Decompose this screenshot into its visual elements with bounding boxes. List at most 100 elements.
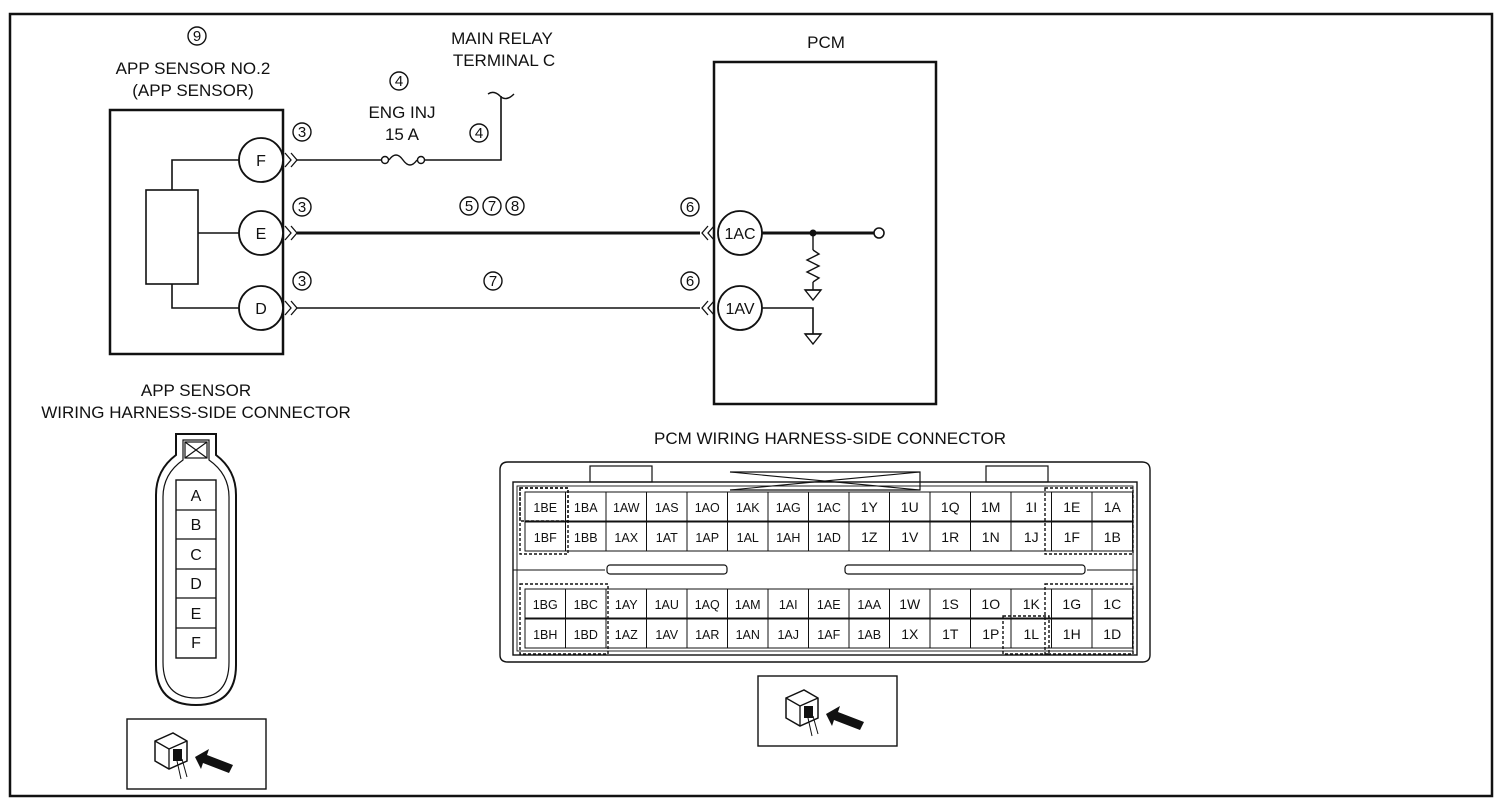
pcm-connector-pin-label: 1W bbox=[899, 596, 921, 612]
pcm-connector-pin-label: 1M bbox=[981, 499, 1000, 515]
pcm-module: PCM 1AC 1AV bbox=[712, 33, 938, 406]
pcm-connector-pin-label: 1AK bbox=[736, 501, 760, 515]
pcm-connector-pin-label: 1BE bbox=[533, 501, 557, 515]
pcm-connector-pin-label: 1B bbox=[1104, 529, 1121, 545]
pcm-connector-pin-label: 1BH bbox=[533, 628, 557, 642]
pcm-connector-pin-label: 1AO bbox=[695, 501, 720, 515]
sensor-pin-f: F bbox=[238, 137, 284, 183]
pcm-connector-pin-label: 1AW bbox=[613, 501, 640, 515]
fuse-eng-inj: 4 ENG INJ 15 A 4 bbox=[297, 71, 515, 166]
pcm-connector-pin-label: 1AB bbox=[857, 628, 881, 642]
ground-icon bbox=[803, 333, 823, 346]
pcm-connector-pin-label: 1AR bbox=[695, 628, 719, 642]
pcm-connector-pin-label: 1K bbox=[1023, 596, 1041, 612]
app-connector-pin: E bbox=[191, 606, 202, 623]
sensor-title: APP SENSOR NO.2 bbox=[116, 59, 271, 78]
pcm-connector-pin-label: 1Q bbox=[941, 499, 960, 515]
pcm-connector-pin-label: 1AM bbox=[735, 598, 761, 612]
sensor-pin-e: E bbox=[238, 210, 284, 256]
fuse-icon bbox=[380, 154, 426, 166]
pcm-connector-pin-label: 1C bbox=[1103, 596, 1121, 612]
potentiometer-icon bbox=[145, 189, 199, 285]
pcm-connector-key-outline bbox=[1002, 615, 1050, 655]
pcm-connector-pin-label: 1L bbox=[1023, 626, 1039, 642]
app-connector-pin: B bbox=[191, 517, 202, 534]
pcm-connector-pin-label: 1AT bbox=[656, 531, 678, 545]
app-connector-subtitle: WIRING HARNESS-SIDE CONNECTOR bbox=[41, 403, 351, 422]
connector-view-icon bbox=[126, 718, 267, 790]
pcm-connector-pin-label: 1AQ bbox=[695, 598, 720, 612]
pcm-connector-pin-label: 1AZ bbox=[615, 628, 638, 642]
app-sensor: 9 APP SENSOR NO.2 (APP SENSOR) F E D bbox=[108, 26, 285, 356]
pcm-connector-pin-label: 1H bbox=[1063, 626, 1081, 642]
pcm-connector-pin-label: 1AV bbox=[655, 628, 678, 642]
svg-text:3: 3 bbox=[298, 273, 306, 290]
svg-text:6: 6 bbox=[686, 199, 694, 216]
pcm-connector-pin-label: 1AJ bbox=[777, 628, 799, 642]
svg-text:MAIN RELAY: MAIN RELAY bbox=[451, 29, 553, 48]
svg-text:TERMINAL C: TERMINAL C bbox=[453, 51, 555, 70]
pcm-connector-pin-label: 1P bbox=[982, 626, 999, 642]
pcm-connector-key-outline bbox=[1044, 487, 1134, 555]
pcm-pin-1av: 1AV bbox=[717, 285, 763, 331]
pcm-connector-chevrons bbox=[701, 225, 715, 316]
fuse-rating: 15 A bbox=[385, 125, 420, 144]
app-connector-pin: C bbox=[190, 547, 202, 564]
pcm-connector-pin-label: 1G bbox=[1062, 596, 1081, 612]
pcm-connector-pin-label: 1AL bbox=[737, 531, 759, 545]
pcm-connector-pin-label: 1AG bbox=[776, 501, 801, 515]
pcm-connector-pin-label: 1AY bbox=[615, 598, 638, 612]
relay-callout: 4 bbox=[475, 125, 483, 142]
pcm-connector-pin-label: 1AP bbox=[695, 531, 719, 545]
sensor-callout: 9 bbox=[193, 28, 201, 45]
svg-text:D: D bbox=[255, 301, 267, 318]
svg-text:3: 3 bbox=[298, 199, 306, 216]
pcm-connector-pin-label: 1O bbox=[981, 596, 1000, 612]
pcm-connector-pin-label: 1V bbox=[901, 529, 919, 545]
app-connector: APP SENSOR WIRING HARNESS-SIDE CONNECTOR… bbox=[41, 381, 351, 707]
pcm-connector-pin-label: 1D bbox=[1103, 626, 1121, 642]
pcm-connector-pin-label: 1T bbox=[942, 626, 959, 642]
pcm-connector-pin-label: 1AS bbox=[655, 501, 679, 515]
pcm-connector-pin-label: 1AH bbox=[776, 531, 800, 545]
pcm-connector-title: PCM WIRING HARNESS-SIDE CONNECTOR bbox=[654, 429, 1006, 448]
pcm-connector-pin-label: 1AE bbox=[817, 598, 841, 612]
svg-text:E: E bbox=[256, 226, 267, 243]
diagram-frame bbox=[8, 12, 1494, 798]
wire-d-callouts: 7 bbox=[483, 271, 503, 291]
pcm-connector-pin-label: 1AX bbox=[614, 531, 638, 545]
pcm-connector-pin-label: 1I bbox=[1025, 499, 1037, 515]
svg-text:7: 7 bbox=[488, 198, 496, 215]
app-connector-pin: F bbox=[191, 635, 201, 652]
connector-view-icon bbox=[757, 675, 898, 747]
app-connector-title: APP SENSOR bbox=[141, 381, 251, 400]
pcm-connector-pin-label: 1AF bbox=[817, 628, 840, 642]
pcm-connector-pin-label: 1BG bbox=[533, 598, 558, 612]
pcm-connector-pin-label: 1AC bbox=[817, 501, 841, 515]
pcm-connector-key-outline bbox=[519, 487, 569, 555]
svg-text:8: 8 bbox=[511, 198, 519, 215]
fuse-name: ENG INJ bbox=[368, 103, 435, 122]
pcm-connector-pin-label: 1BA bbox=[574, 501, 598, 515]
svg-text:7: 7 bbox=[489, 273, 497, 290]
app-connector-pin: A bbox=[191, 488, 202, 505]
svg-text:1AV: 1AV bbox=[725, 301, 754, 318]
pcm-connector-pin-label: 1BF bbox=[534, 531, 557, 545]
pcm-connector-pin-label: 1AN bbox=[736, 628, 760, 642]
svg-text:3: 3 bbox=[298, 124, 306, 141]
pcm-connector: PCM WIRING HARNESS-SIDE CONNECTOR 1BE 1BA… bbox=[499, 429, 1151, 663]
pcm-connector-pin-label: 1BD bbox=[574, 628, 598, 642]
pcm-connector-pin-label: 1R bbox=[941, 529, 959, 545]
pcm-connector-key-outline bbox=[519, 583, 609, 655]
pcm-connector-pin-label: 1Z bbox=[861, 529, 878, 545]
pcm-connector-pin-label: 1N bbox=[982, 529, 1000, 545]
pcm-connector-pin-label: 1BC bbox=[574, 598, 598, 612]
pcm-connector-pin-label: 1X bbox=[901, 626, 919, 642]
svg-text:5: 5 bbox=[465, 198, 473, 215]
pcm-connector-pin-label: 1AI bbox=[779, 598, 798, 612]
app-connector-pin: D bbox=[190, 576, 202, 593]
svg-text:F: F bbox=[256, 153, 266, 170]
svg-text:1AC: 1AC bbox=[724, 226, 755, 243]
svg-text:6: 6 bbox=[686, 273, 694, 290]
